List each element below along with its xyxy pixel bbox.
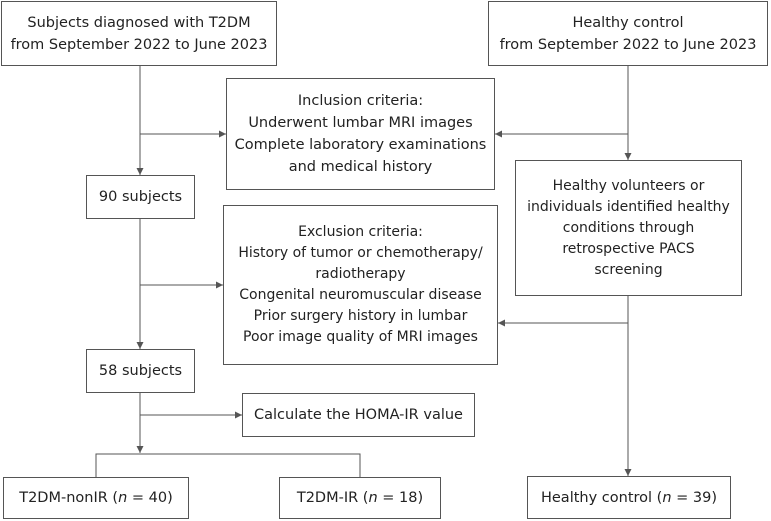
t2dm-ir-box: T2DM-IR (n = 18) <box>279 477 441 519</box>
exclusion-heading: Exclusion criteria: <box>298 224 423 240</box>
inclusion-heading: Inclusion criteria: <box>297 93 424 109</box>
volunteers-line: screening <box>594 261 663 278</box>
t2dm-ir-suffix: = 18) <box>377 490 424 506</box>
healthy-control-suffix: = 39) <box>671 489 718 506</box>
t2dm-nonir-suffix: = 40) <box>127 490 173 506</box>
volunteers-line: retrospective PACS <box>562 240 695 257</box>
t2dm-ir-prefix: T2DM-IR ( <box>296 490 369 506</box>
t2dm-source-box: Subjects diagnosed with T2DM from Septem… <box>1 1 277 66</box>
healthy-source-line-2: from September 2022 to June 2023 <box>499 36 757 53</box>
healthy-volunteers-box: Healthy volunteers or individuals identi… <box>515 160 742 296</box>
exclusion-item: Prior surgery history in lumbar <box>253 308 468 324</box>
subjects-58-label: 58 subjects <box>98 363 183 379</box>
exclusion-item: Poor image quality of MRI images <box>243 329 478 345</box>
inclusion-item: and medical history <box>288 159 433 175</box>
t2dm-source-line-1: Subjects diagnosed with T2DM <box>27 14 251 31</box>
exclusion-criteria-box: Exclusion criteria: History of tumor or … <box>223 205 498 365</box>
t2dm-ir-n: n <box>368 490 378 506</box>
exclusion-item: radiotherapy <box>315 266 406 282</box>
t2dm-nonir-box: T2DM-nonIR (n = 40) <box>3 477 189 519</box>
t2dm-nonir-label: T2DM-nonIR (n = 40) <box>19 487 173 509</box>
healthy-control-box: Healthy control (n = 39) <box>527 476 731 519</box>
healthy-control-label: Healthy control (n = 39) <box>541 487 717 509</box>
subjects-90-label: 90 subjects <box>98 189 183 205</box>
volunteers-line: individuals identified healthy <box>527 198 730 215</box>
homa-ir-label: Calculate the HOMA-IR value <box>254 407 463 423</box>
split-line <box>95 453 361 477</box>
healthy-control-n: n <box>662 489 672 506</box>
healthy-control-prefix: Healthy control ( <box>540 489 663 506</box>
volunteers-line: conditions through <box>562 219 695 236</box>
subjects-90-box: 90 subjects <box>86 175 195 219</box>
healthy-source-line-1: Healthy control <box>572 14 684 31</box>
t2dm-source-line-2: from September 2022 to June 2023 <box>10 36 268 53</box>
t2dm-ir-label: T2DM-IR (n = 18) <box>297 487 423 509</box>
t2dm-nonir-n: n <box>118 490 128 506</box>
homa-ir-box: Calculate the HOMA-IR value <box>242 393 475 437</box>
exclusion-item: History of tumor or chemotherapy/ <box>238 245 483 261</box>
healthy-source-box: Healthy control from September 2022 to J… <box>488 1 768 66</box>
t2dm-nonir-prefix: T2DM-nonIR ( <box>19 490 119 506</box>
exclusion-item: Congenital neuromuscular disease <box>239 287 482 303</box>
inclusion-item: Underwent lumbar MRI images <box>248 115 473 131</box>
volunteers-line: Healthy volunteers or <box>552 177 705 194</box>
inclusion-item: Complete laboratory examinations <box>234 137 487 153</box>
subjects-58-box: 58 subjects <box>86 349 195 393</box>
inclusion-criteria-box: Inclusion criteria: Underwent lumbar MRI… <box>226 78 495 190</box>
